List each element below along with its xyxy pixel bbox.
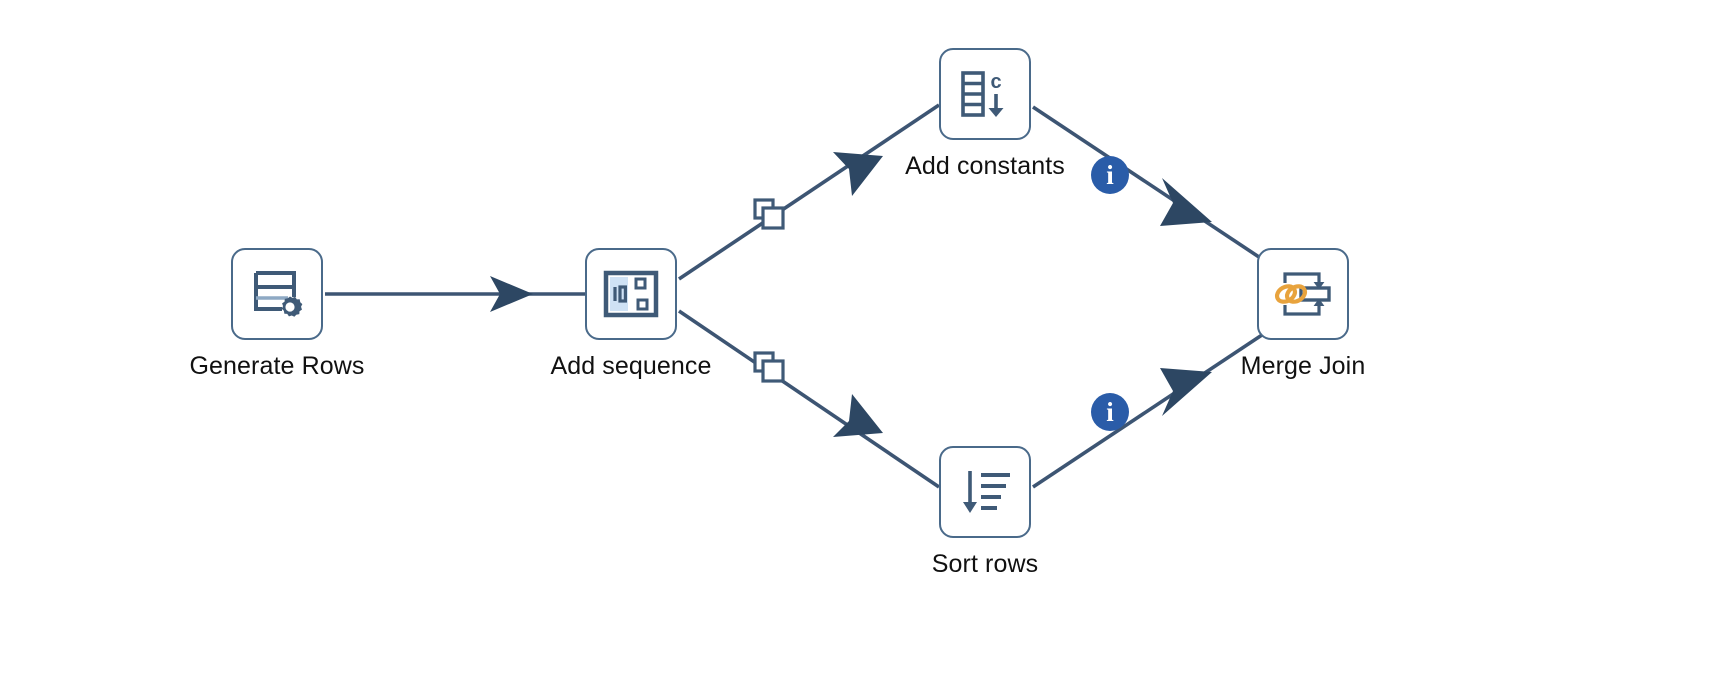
hop-copy-icon-upper[interactable] xyxy=(752,197,786,231)
info-badge-upper[interactable]: i xyxy=(1091,156,1129,194)
constants-letter-glyph: c xyxy=(990,71,1001,93)
node-add-sequence[interactable] xyxy=(585,248,677,340)
merge-join-icon xyxy=(1274,272,1331,316)
hop-add-constants-to-merge-join[interactable] xyxy=(1032,105,1272,267)
node-add-constants[interactable]: c xyxy=(939,48,1031,140)
hop-sort-rows-to-merge-join[interactable] xyxy=(1032,327,1272,489)
sequence-number-icon xyxy=(603,270,659,318)
node-sort-rows[interactable] xyxy=(939,446,1031,538)
hop-add-sequence-to-sort-rows[interactable] xyxy=(677,309,941,489)
info-badge-lower[interactable]: i xyxy=(1091,393,1129,431)
node-label-add-constants: Add constants xyxy=(905,152,1065,180)
table-gear-icon xyxy=(254,271,303,317)
node-label-add-sequence: Add sequence xyxy=(550,352,712,380)
node-label-merge-join: Merge Join xyxy=(1240,352,1366,380)
sort-descending-icon xyxy=(963,471,1010,513)
hop-add-sequence-to-add-constants[interactable] xyxy=(677,103,941,281)
hop-copy-icon-lower[interactable] xyxy=(752,350,786,384)
constant-column-icon: c xyxy=(961,71,1004,117)
node-generate-rows[interactable] xyxy=(231,248,323,340)
hop-generate-rows-to-add-sequence[interactable] xyxy=(325,276,585,312)
node-label-generate-rows: Generate Rows xyxy=(189,352,365,380)
node-merge-join[interactable] xyxy=(1257,248,1349,340)
node-label-sort-rows: Sort rows xyxy=(931,550,1039,578)
